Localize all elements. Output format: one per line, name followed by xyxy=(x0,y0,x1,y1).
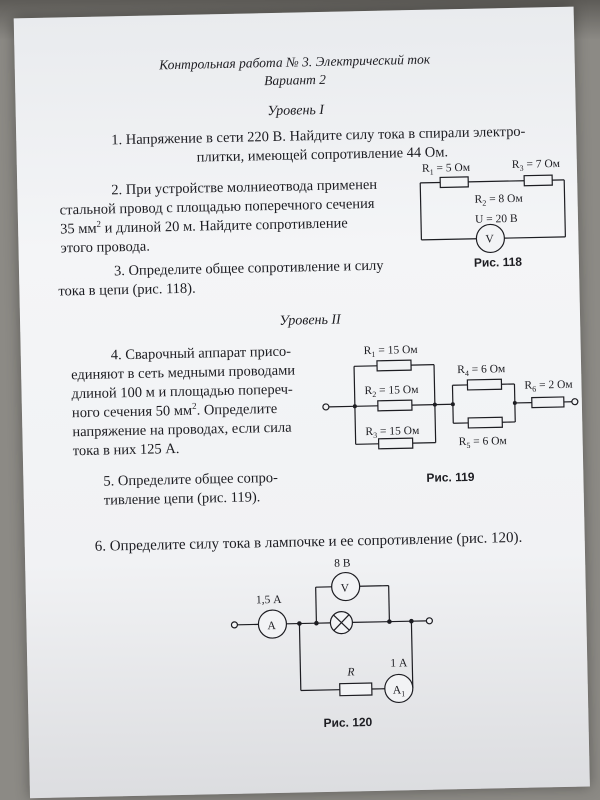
fig119-r6-label: R6 = 2 Ом xyxy=(524,379,573,394)
fig119-r4-label: R4 = 6 Ом xyxy=(457,363,506,378)
fig118-r1-label: R1 = 5 Ом xyxy=(422,162,471,177)
fig120-ammeter-main-symbol: A xyxy=(267,620,276,632)
figure-118-caption: Рис. 118 xyxy=(473,254,523,270)
figure-119-caption: Рис. 119 xyxy=(426,469,475,485)
fig120-voltmeter-value: 8 В xyxy=(334,557,351,569)
fig119-r2-label: R2 = 15 Ом xyxy=(364,384,419,399)
fig118-voltmeter-symbol: V xyxy=(485,233,494,245)
figure-119-circuit: R1 = 15 Ом R2 = 15 Ом R3 = 15 Ом R4 = 6 … xyxy=(322,344,579,450)
fig120-voltmeter-symbol: V xyxy=(341,582,350,594)
fig119-r3-label: R3 = 15 Ом xyxy=(365,425,420,440)
task-3: 3. Определите общее сопротивление и силу… xyxy=(58,256,435,301)
fig118-voltage-label: U = 20 В xyxy=(475,213,518,226)
level-2-heading: Уровень II xyxy=(279,312,341,329)
figure-120-circuit: 1,5 А A 8 В V R 1 А A1 xyxy=(230,557,433,704)
worksheet-page: Контрольная работа № 3. Электрический то… xyxy=(13,6,590,799)
figure-118-circuit: R1 = 5 Ом R3 = 7 Ом R2 = 8 Ом U = 20 В V xyxy=(419,158,566,254)
task-5: 5. Определите общее сопро- тивление цепи… xyxy=(103,467,384,511)
fig120-resistor-label: R xyxy=(346,666,354,678)
task-2: 2. При устройстве молниеотвода применен … xyxy=(59,175,421,259)
figure-120-caption: Рис. 120 xyxy=(323,715,373,731)
level-1-heading: Уровень I xyxy=(267,102,325,120)
fig118-r2-label: R2 = 8 Ом xyxy=(474,193,523,208)
fig120-ammeter1-value: 1 А xyxy=(390,657,408,669)
fig119-r5-label: R5 = 6 Ом xyxy=(459,435,508,450)
task-6: 6. Определите силу тока в лампочке и ее … xyxy=(94,529,523,555)
fig120-ammeter1-symbol: A1 xyxy=(393,684,406,698)
fig120-ammeter-main-value: 1,5 А xyxy=(256,594,282,607)
fig119-r1-label: R1 = 15 Ом xyxy=(364,344,419,359)
fig118-r3-label: R3 = 7 Ом xyxy=(512,158,561,173)
